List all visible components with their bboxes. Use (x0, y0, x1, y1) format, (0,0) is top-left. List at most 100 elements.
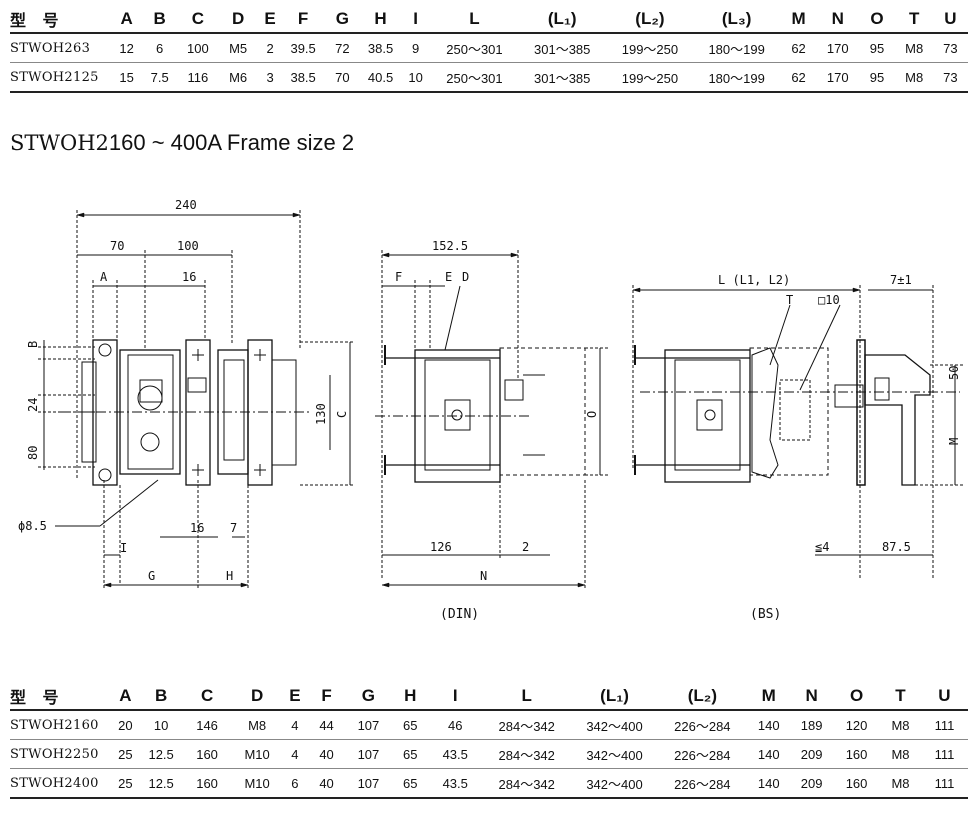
table-cell: M8 (895, 33, 933, 63)
header-col: U (932, 6, 968, 34)
table-cell: 70 (323, 62, 361, 93)
table-cell: 72 (323, 33, 361, 63)
header-col: N (817, 6, 859, 34)
table-cell: 25 (110, 739, 141, 769)
title-model-prefix: STWOH2 (10, 131, 109, 155)
table-cell: 46 (428, 710, 482, 740)
table-cell: 160 (833, 768, 881, 799)
table-cell: 111 (920, 710, 968, 740)
dim-7: 7 (230, 521, 237, 535)
dim-phi: ϕ8.5 (18, 519, 47, 533)
dim-square-10: □10 (818, 293, 840, 307)
frame-size-title: STWOH2160 ~ 400A Frame size 2 (10, 130, 354, 156)
dim-b: B (26, 341, 40, 348)
table-cell: 38.5 (282, 62, 324, 93)
table-cell: 180～199 (693, 33, 780, 63)
table-cell: 342～400 (571, 739, 658, 769)
table-cell: 111 (920, 739, 968, 769)
table-cell: 226～284 (657, 710, 748, 740)
dim-240: 240 (175, 198, 197, 212)
din-caption: (DIN) (440, 607, 479, 622)
table-cell: 140 (747, 768, 791, 799)
dim-t: T (786, 293, 793, 307)
dim-n: N (480, 569, 487, 583)
header-col: (L₁) (571, 683, 658, 711)
table-cell: 111 (920, 768, 968, 799)
dim-m: M (947, 438, 961, 445)
header-col: (L₁) (517, 6, 607, 34)
table-cell: 209 (790, 739, 834, 769)
header-col: M (747, 683, 791, 711)
table-cell: 160 (181, 739, 233, 769)
bs-view (632, 285, 965, 580)
table-cell: 284～342 (481, 710, 572, 740)
header-col: H (391, 683, 429, 711)
dim-2: 2 (522, 540, 529, 554)
table-cell: 180～199 (693, 62, 780, 93)
dim-126: 126 (430, 540, 452, 554)
table-cell: 116 (177, 62, 219, 93)
header-col: I (400, 6, 432, 34)
dim-50: 50 (947, 366, 961, 380)
dim-le-4: ≦4 (815, 540, 829, 554)
header-col: E (281, 683, 309, 711)
header-col: L (481, 683, 572, 711)
table-cell: 25 (110, 768, 141, 799)
table-cell: 170 (817, 62, 859, 93)
table-cell: 250～301 (431, 62, 518, 93)
table-cell: 100 (177, 33, 219, 63)
header-col: E (257, 6, 283, 34)
header-col: B (142, 6, 178, 34)
header-col: O (833, 683, 881, 711)
table-cell: M8 (232, 710, 282, 740)
dim-152-5: 152.5 (432, 239, 468, 253)
table-cell: M5 (218, 33, 258, 63)
table-cell: 40.5 (360, 62, 401, 93)
table-cell: 284～342 (481, 739, 572, 769)
table-cell: 12.5 (140, 739, 182, 769)
table-cell: 40 (308, 768, 345, 799)
table-cell: 226～284 (657, 739, 748, 769)
model-cell: STWOH2250 (10, 739, 111, 769)
table-cell: 6 (281, 768, 309, 799)
table-cell: 226～284 (657, 768, 748, 799)
dim-e: E (445, 270, 452, 284)
table-cell: 301～385 (517, 33, 607, 63)
table-cell: 301～385 (517, 62, 607, 93)
header-col: M (779, 6, 818, 34)
table-cell: 40 (308, 739, 345, 769)
table-cell: 120 (833, 710, 881, 740)
header-col: (L₂) (606, 6, 694, 34)
header-col: T (880, 683, 921, 711)
header-col: C (181, 683, 233, 711)
dim-7-pm-1: 7±1 (890, 273, 912, 287)
dimension-drawing: 240 70 100 A 16 B 24 80 130 C ϕ8.5 I 16 … (18, 198, 965, 622)
table-cell: 73 (932, 33, 968, 63)
dim-a: A (100, 270, 108, 284)
table-cell: 189 (790, 710, 834, 740)
header-col: C (177, 6, 219, 34)
table-cell: 284～342 (481, 768, 572, 799)
dim-16-top: 16 (182, 270, 196, 284)
table-cell: M10 (232, 739, 282, 769)
table-cell: 7.5 (142, 62, 178, 93)
header-col: U (920, 683, 968, 711)
header-col: G (323, 6, 361, 34)
table-cell: 10 (400, 62, 432, 93)
title-text: 160 ~ 400A Frame size 2 (108, 130, 355, 155)
header-model: 型 号 (10, 6, 112, 34)
dim-87-5: 87.5 (882, 540, 911, 554)
table-cell: M8 (880, 710, 921, 740)
header-col: F (308, 683, 345, 711)
table-cell: 65 (391, 739, 429, 769)
front-view (38, 210, 355, 590)
dim-d: D (462, 270, 469, 284)
header-col: N (790, 683, 834, 711)
table-cell: 342～400 (571, 768, 658, 799)
table-cell: 62 (779, 62, 818, 93)
